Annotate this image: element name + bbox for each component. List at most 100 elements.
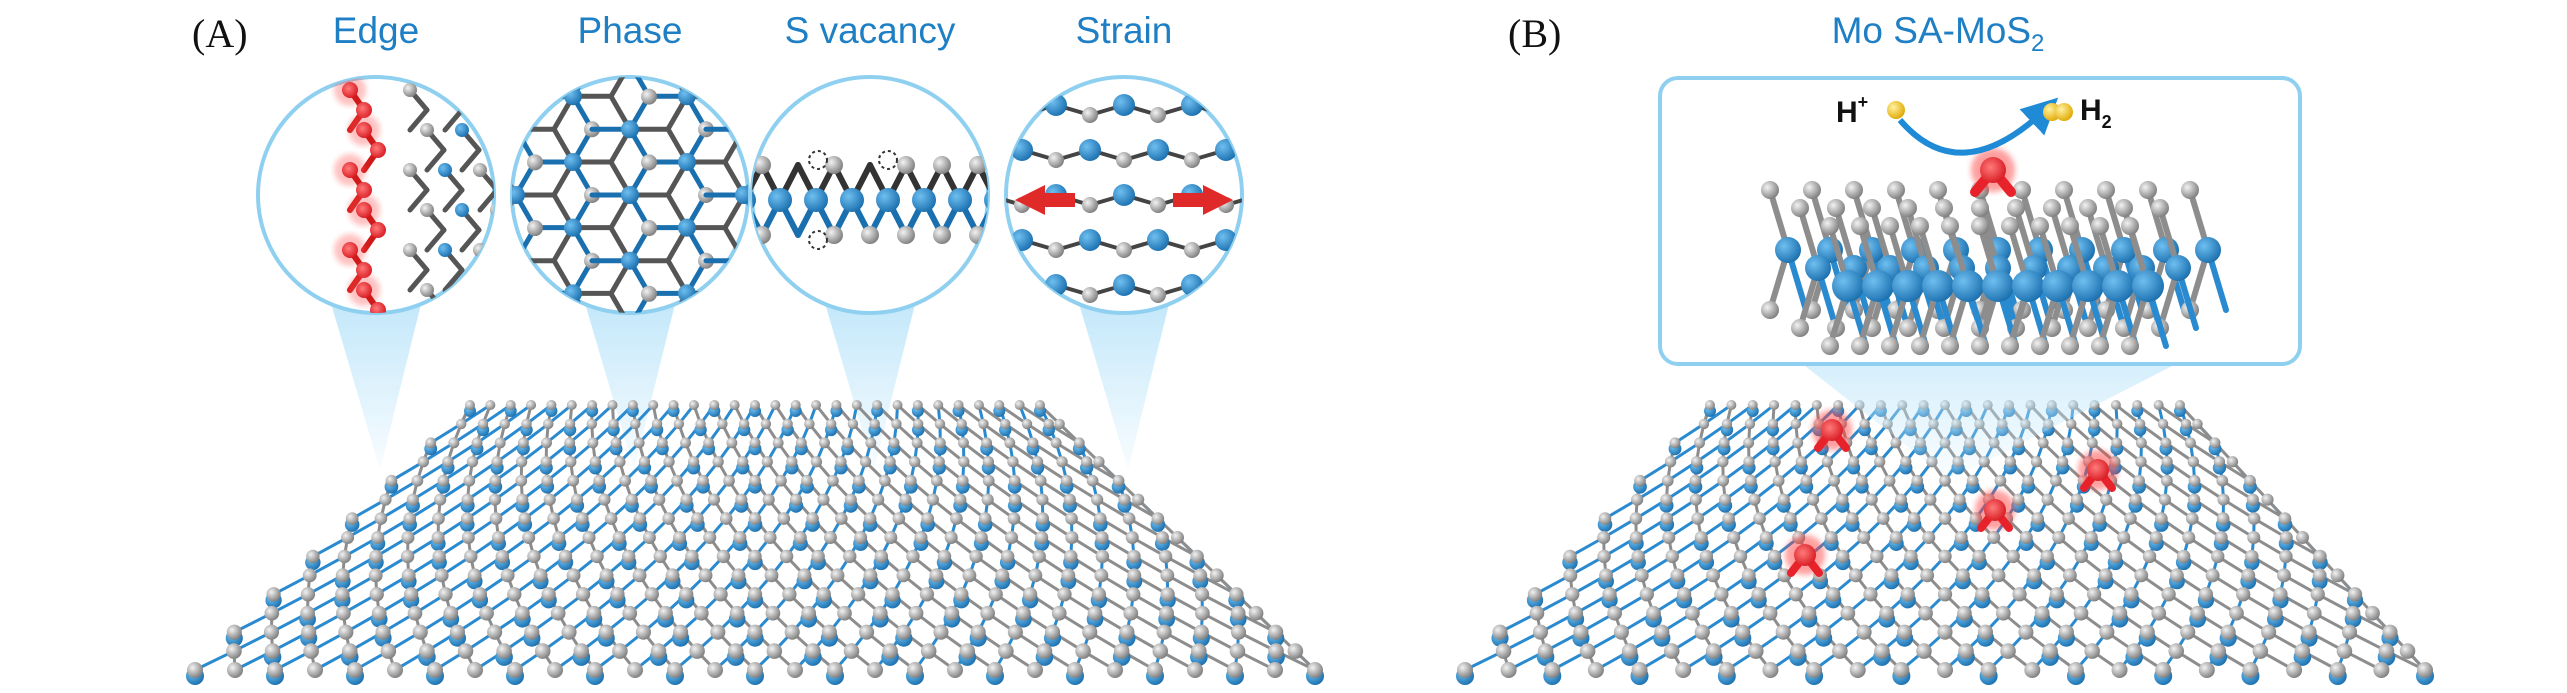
bond bbox=[497, 31, 516, 64]
mo-atom bbox=[512, 251, 525, 270]
bond bbox=[442, 187, 465, 213]
s-atom bbox=[1954, 531, 1968, 544]
s-atom bbox=[1579, 643, 1596, 659]
s-atom bbox=[698, 318, 714, 334]
s-atom bbox=[1991, 568, 2006, 583]
s-atom bbox=[896, 624, 912, 640]
s-atom bbox=[1065, 531, 1079, 544]
s-atom bbox=[1883, 474, 1896, 487]
s-atom bbox=[726, 437, 738, 449]
mo-atom bbox=[678, 152, 696, 171]
s-atom bbox=[2153, 400, 2164, 410]
bond bbox=[440, 63, 459, 96]
s-atom bbox=[770, 400, 781, 410]
s-atom bbox=[2007, 199, 2025, 217]
s-atom bbox=[1824, 531, 1838, 544]
s-atom bbox=[2031, 337, 2049, 355]
s-atom bbox=[958, 437, 969, 449]
bond bbox=[1091, 479, 1127, 502]
s-atom bbox=[1602, 587, 1617, 602]
mo-atom bbox=[1113, 274, 1135, 296]
s-atom bbox=[1597, 531, 1611, 544]
s-atom bbox=[632, 568, 647, 583]
title-subscript: 2 bbox=[2031, 30, 2045, 57]
vacancy-marker bbox=[808, 150, 828, 170]
s-atom bbox=[738, 418, 750, 430]
s-atom bbox=[2099, 624, 2115, 640]
s-atom bbox=[812, 318, 828, 334]
s-atom bbox=[226, 624, 242, 640]
s-atom bbox=[933, 400, 944, 410]
mo-atom bbox=[1982, 270, 2014, 302]
bond bbox=[608, 77, 633, 99]
s-atom bbox=[1762, 605, 1778, 621]
bond bbox=[1328, 150, 1362, 160]
bond bbox=[782, 326, 801, 359]
s-atom bbox=[434, 493, 447, 506]
mo-atom bbox=[735, 186, 748, 204]
bond bbox=[782, 0, 801, 30]
s-atom bbox=[2267, 605, 2283, 621]
edge-atom bbox=[356, 202, 372, 218]
bond bbox=[513, 258, 538, 297]
s-atom bbox=[782, 418, 793, 430]
s-atom bbox=[1840, 605, 1856, 621]
s-atom bbox=[1150, 107, 1166, 123]
s-atom bbox=[527, 23, 543, 39]
s-atom bbox=[2022, 474, 2035, 487]
s-atom bbox=[1719, 493, 1732, 506]
s-atom bbox=[561, 624, 577, 640]
s-atom bbox=[1125, 531, 1139, 544]
s-atom bbox=[777, 512, 791, 525]
edge-atom bbox=[342, 82, 358, 98]
s-atom bbox=[1929, 181, 1947, 199]
s-atom bbox=[2110, 400, 2121, 410]
s-atom bbox=[406, 493, 419, 506]
bond bbox=[497, 310, 514, 330]
s-atom bbox=[2000, 643, 2016, 659]
s-atom bbox=[810, 456, 823, 468]
s-atom bbox=[1000, 418, 1011, 430]
s-atom bbox=[1849, 662, 1866, 678]
s-atom bbox=[607, 400, 618, 410]
mo-atom bbox=[678, 218, 696, 237]
s-atom bbox=[1698, 418, 1710, 430]
s-atom bbox=[1094, 568, 1109, 583]
s-atom bbox=[2278, 512, 2292, 525]
s-atom bbox=[2313, 549, 2327, 564]
s-atom bbox=[1911, 474, 1924, 487]
mo-atom bbox=[977, 274, 999, 296]
s-atom bbox=[653, 493, 666, 506]
s-atom bbox=[1665, 549, 1679, 564]
s-atom bbox=[1857, 531, 1871, 544]
s-atom bbox=[2217, 493, 2230, 506]
s-atom bbox=[933, 226, 951, 244]
s-atom bbox=[302, 568, 317, 583]
s-atom bbox=[403, 512, 416, 525]
s-atom bbox=[1691, 512, 1705, 525]
bond bbox=[513, 291, 538, 313]
s-atom bbox=[627, 400, 638, 410]
s-atom bbox=[1899, 199, 1917, 217]
bond bbox=[512, 225, 519, 264]
s-atom bbox=[2151, 199, 2169, 217]
s-atom bbox=[526, 400, 537, 410]
s-atom bbox=[1743, 437, 1755, 449]
s-atom bbox=[571, 493, 584, 506]
bond bbox=[513, 77, 538, 99]
s-atom bbox=[527, 285, 543, 302]
h-plus-atom bbox=[1887, 101, 1905, 119]
s-atom bbox=[470, 56, 486, 72]
s-atom bbox=[622, 605, 638, 621]
s-atom bbox=[2180, 418, 2192, 430]
s-atom bbox=[748, 549, 762, 564]
s-atom bbox=[656, 437, 668, 449]
s-atom bbox=[1229, 643, 1246, 659]
s-atom bbox=[2097, 181, 2115, 199]
s-atom bbox=[1093, 456, 1105, 468]
mo-single-atom-site bbox=[1821, 419, 1843, 441]
s-atom bbox=[2001, 337, 2019, 355]
s-atom bbox=[1769, 400, 1780, 410]
s-atom bbox=[712, 456, 724, 468]
